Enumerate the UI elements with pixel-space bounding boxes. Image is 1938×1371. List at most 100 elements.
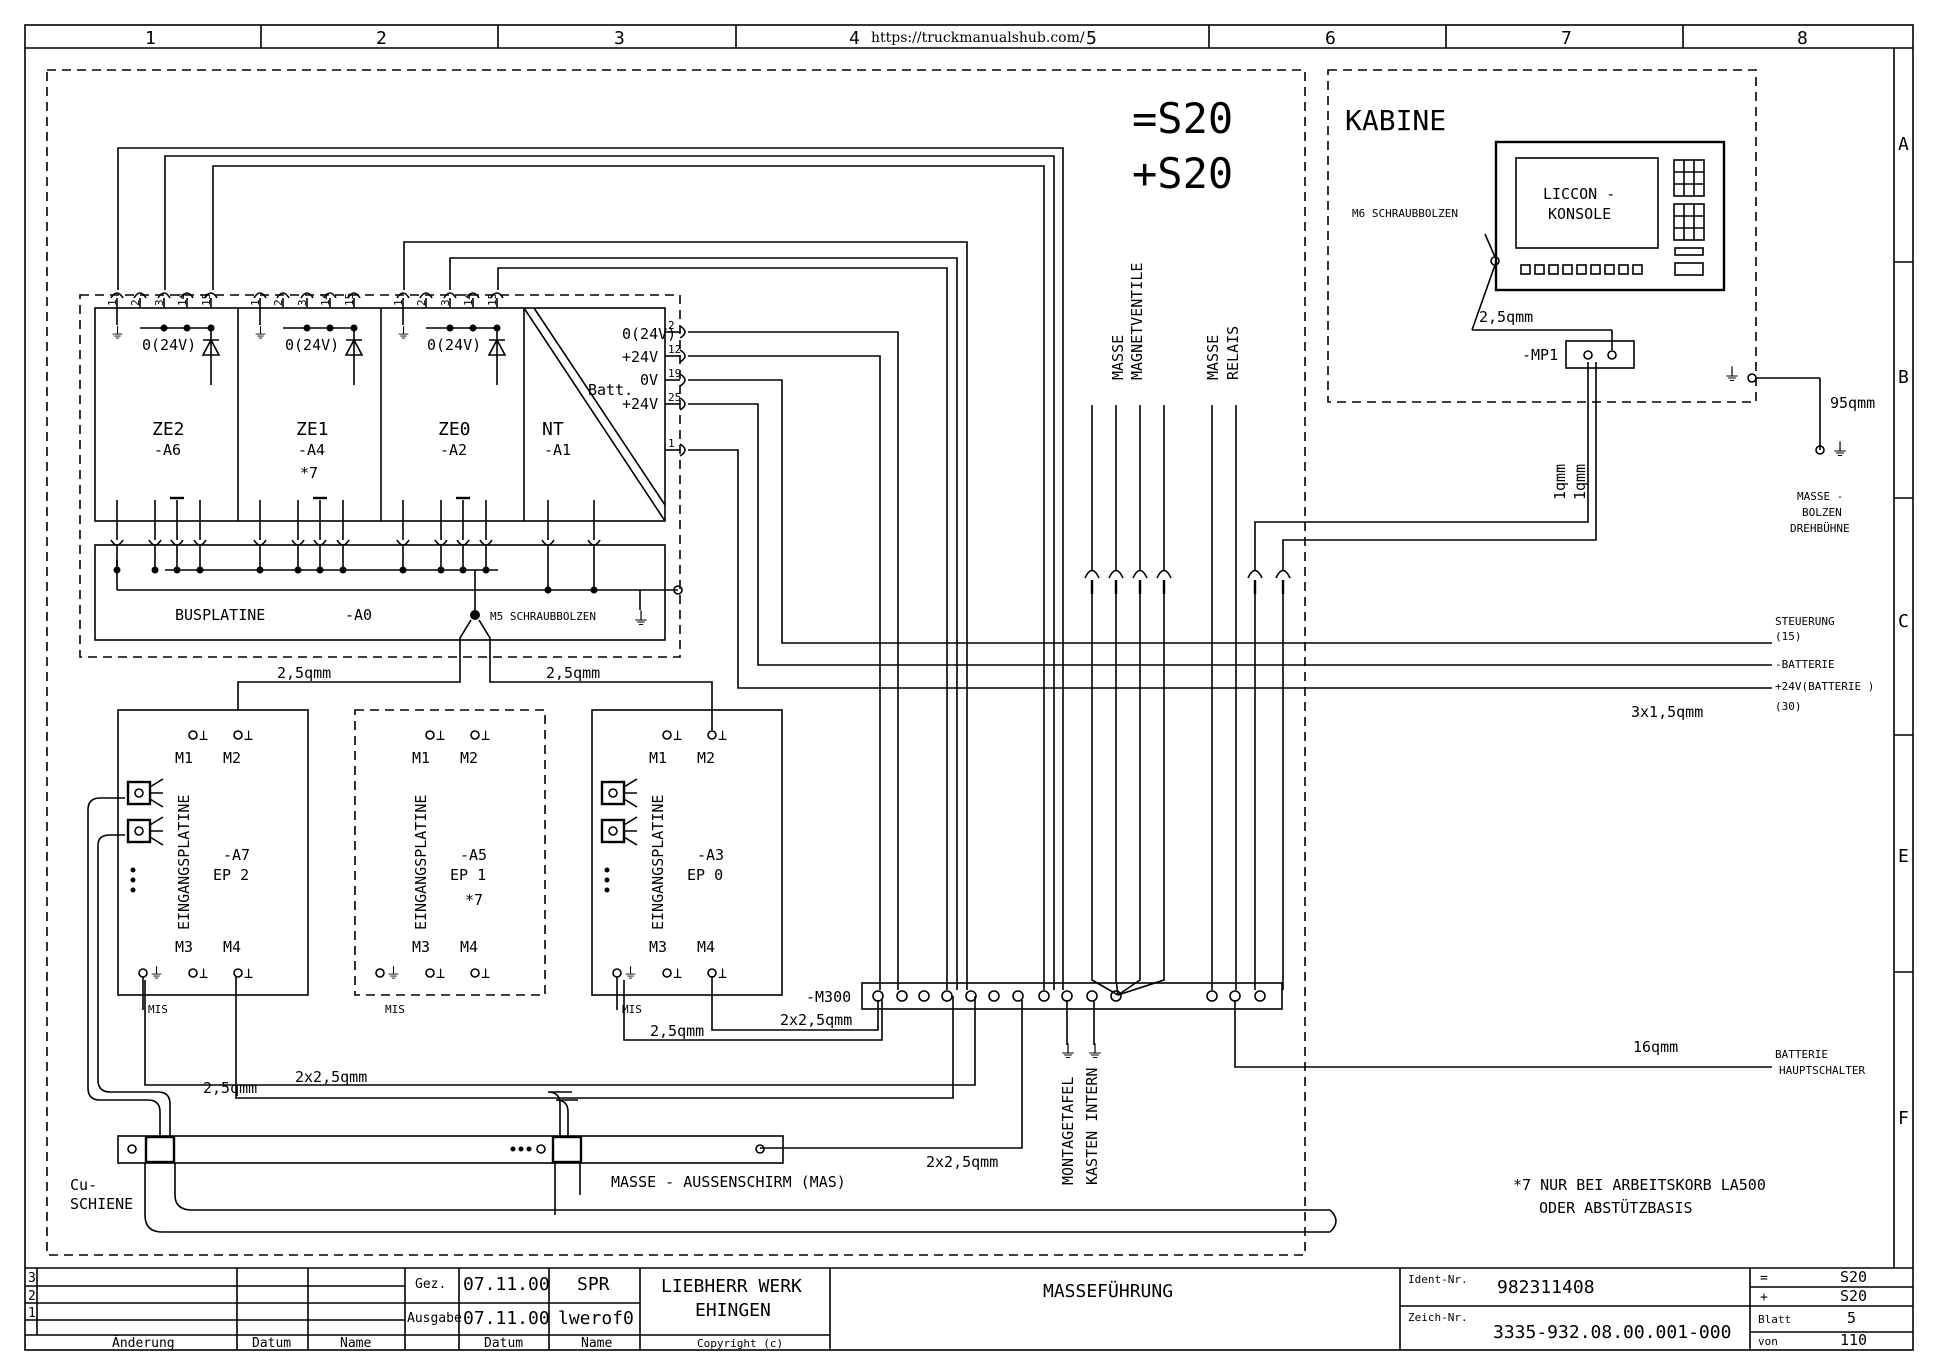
pin-connector — [466, 292, 480, 299]
copyright: Copyright (c) — [697, 1337, 783, 1350]
ident-label: Ident-Nr. — [1408, 1273, 1468, 1286]
board-side-label: EINGANGSPLATINE — [412, 795, 430, 930]
col-7: 7 — [1561, 28, 1572, 49]
row-a: A — [1898, 134, 1909, 155]
pin-number: 14 — [462, 292, 475, 306]
junction-dot — [469, 324, 477, 332]
board-name: EP 0 — [687, 866, 723, 884]
board-m3: M3 — [649, 938, 667, 956]
wire-1qmm-a: 1qmm — [1551, 464, 1569, 500]
nt-batt: Batt. — [588, 381, 633, 399]
wire-1qmm-b: 1qmm — [1571, 464, 1589, 500]
board-ref: -A3 — [697, 846, 724, 864]
nt-out-3: +24V — [622, 395, 658, 413]
company-1: LIEBHERR WERK — [661, 1276, 802, 1297]
row-ruler: A B C E F — [1894, 134, 1913, 1129]
designator-plus: +S20 — [1132, 149, 1233, 198]
cabin-ground-icon: ⏚ — [1723, 365, 1741, 386]
wire-c: 2,5qmm — [203, 1079, 257, 1097]
pin-number: 3 — [296, 299, 309, 306]
module-volt-0: 0(24V) — [142, 336, 196, 354]
zeich-value: 3335-932.08.00.001-000 — [1493, 1322, 1731, 1343]
m6-bolt-label: M6 SCHRAUBBOLZEN — [1352, 207, 1458, 220]
junction-dot — [326, 324, 334, 332]
pin-connector — [253, 292, 267, 299]
console-key — [1576, 264, 1587, 275]
pin-connector — [133, 292, 147, 299]
console-key — [1590, 264, 1601, 275]
plug-connector — [1108, 569, 1124, 579]
board-side-label: EINGANGSPLATINE — [175, 795, 193, 930]
nt-pin-number: 25 — [668, 391, 681, 404]
sheet-border — [24, 24, 1914, 1351]
module-name-1: ZE1 — [296, 419, 329, 440]
pin-connector — [679, 397, 686, 411]
vlabel-kasten-intern: KASTEN INTERN — [1083, 1068, 1101, 1185]
shield-clamp — [600, 818, 626, 844]
module-ref-1: -A4 — [298, 441, 325, 459]
pin-connector — [323, 292, 337, 299]
module-volt-1: 0(24V) — [285, 336, 339, 354]
cu-schiene-2: SCHIENE — [70, 1195, 133, 1213]
pin-number: 15 — [343, 293, 356, 306]
pin-connector — [419, 292, 433, 299]
col-date: Datum — [252, 1336, 291, 1351]
m300-terminal — [1038, 990, 1050, 1002]
rack-ground-icon: ⏚ — [632, 609, 650, 630]
tb-plus: + — [1760, 1290, 1768, 1305]
console-label-1: LICCON - — [1543, 185, 1615, 203]
wire-g: 2x2,5qmm — [926, 1153, 998, 1171]
montage-ground-icon-2: ⏚ — [1086, 1042, 1104, 1063]
module-name-0: ZE2 — [152, 419, 185, 440]
cabin-section: KABINE LICCON - KONSOLE M6 SCHRAUBBOLZEN… — [1327, 69, 1875, 535]
m300-ground-bar — [861, 982, 1283, 1010]
m300-terminal — [918, 990, 930, 1002]
vlabel-masse-relais-1: MASSE — [1204, 335, 1222, 380]
board-name: EP 2 — [213, 866, 249, 884]
ground-symbol: ⊥ — [244, 964, 253, 982]
plug-connector — [1247, 569, 1263, 579]
pin-connector — [396, 292, 410, 299]
tb-eq-val: S20 — [1840, 1268, 1867, 1286]
nt-out-2: 0V — [640, 371, 658, 389]
pin-connector — [679, 373, 686, 387]
wire-h: 3x1,5qmm — [1631, 703, 1703, 721]
m300-terminal — [1012, 990, 1024, 1002]
gez-label: Gez. — [415, 1277, 446, 1292]
note-line-1: *7 NUR BEI ARBEITSKORB LA500 — [1513, 1176, 1766, 1194]
board-side-label: EINGANGSPLATINE — [649, 795, 667, 930]
pin-number: 1 — [249, 299, 262, 306]
pin-number: 1 — [392, 299, 405, 306]
name-label: Name — [581, 1336, 612, 1351]
module-ground-icon: ⏚ — [110, 324, 125, 342]
wire-d: 2x2,5qmm — [295, 1068, 367, 1086]
ground-symbol: ⊥ — [199, 726, 208, 744]
label-batterie-neg: -BATTERIE — [1775, 658, 1835, 671]
console-key — [1604, 264, 1615, 275]
tb-blatt: Blatt — [1758, 1313, 1791, 1326]
tb-blatt-val: 5 — [1847, 1309, 1856, 1327]
mp1-label: -MP1 — [1522, 346, 1558, 364]
board-m4: M4 — [697, 938, 715, 956]
board-m1: M1 — [412, 749, 430, 767]
cu-schiene-1: Cu- — [70, 1176, 97, 1194]
console-key — [1618, 264, 1629, 275]
m300-label: -M300 — [806, 988, 851, 1006]
pin-connector — [204, 292, 218, 299]
tb-eq: = — [1760, 1271, 1768, 1286]
board-m4: M4 — [223, 938, 241, 956]
diode-icon — [344, 328, 364, 385]
nt-pin-number: 1 — [668, 437, 675, 450]
nt-out-0: 0(24V) — [622, 325, 676, 343]
control-rack: ZE2-A60(24V)ZE1-A4*70(24V)ZE0-A20(24V)NT… — [79, 292, 686, 658]
zeich-label: Zeich-Nr. — [1408, 1311, 1468, 1324]
label-batterie-pos: +24V(BATTERIE ) — [1775, 680, 1874, 693]
board-m3: M3 — [175, 938, 193, 956]
vlabel-masse-mv-1: MASSE — [1109, 335, 1127, 380]
datum-label: Datum — [484, 1336, 523, 1351]
board-mis: MIS — [148, 1003, 168, 1016]
